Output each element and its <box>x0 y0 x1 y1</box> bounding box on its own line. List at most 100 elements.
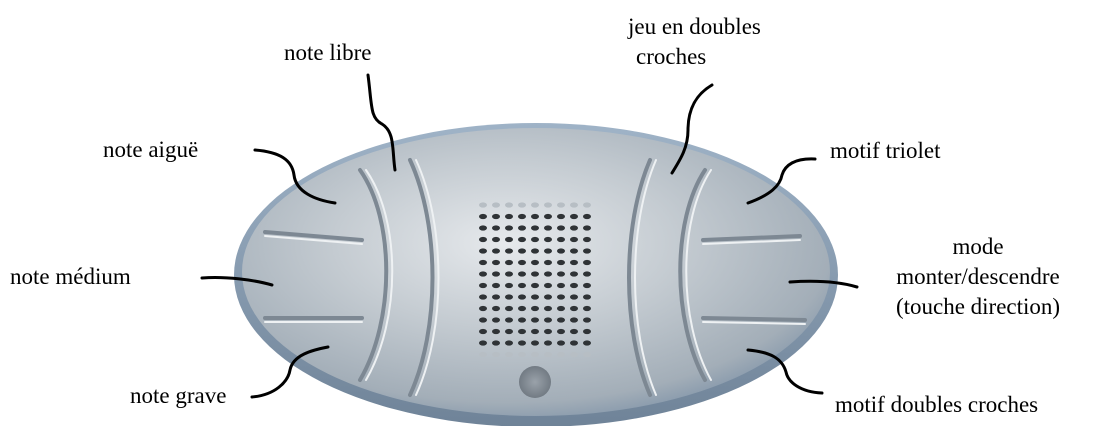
speaker-hole <box>505 352 513 357</box>
speaker-hole <box>544 329 552 334</box>
speaker-hole <box>505 260 513 265</box>
speaker-hole <box>583 352 591 357</box>
speaker-hole <box>505 294 513 299</box>
speaker-hole <box>505 317 513 322</box>
speaker-hole <box>531 225 539 230</box>
label-note-libre: note libre <box>284 38 372 68</box>
speaker-hole <box>518 271 526 276</box>
speaker-hole <box>505 329 513 334</box>
speaker-hole <box>518 214 526 219</box>
speaker-hole <box>531 306 539 311</box>
speaker-hole <box>505 248 513 253</box>
speaker-hole <box>544 294 552 299</box>
label-note-medium: note médium <box>10 262 131 292</box>
speaker-hole <box>479 214 487 219</box>
speaker-hole <box>583 214 591 219</box>
speaker-hole <box>492 306 500 311</box>
speaker-hole <box>557 225 565 230</box>
speaker-hole <box>583 202 591 207</box>
label-mode-monter-descendre: mode monter/descendre (touche direction) <box>858 232 1098 322</box>
speaker-hole <box>557 352 565 357</box>
speaker-hole <box>557 294 565 299</box>
speaker-hole <box>583 340 591 345</box>
speaker-hole <box>479 340 487 345</box>
speaker-hole <box>544 225 552 230</box>
speaker-hole <box>583 306 591 311</box>
speaker-hole <box>557 271 565 276</box>
speaker-hole <box>557 260 565 265</box>
speaker-hole <box>544 317 552 322</box>
speaker-hole <box>570 225 578 230</box>
speaker-hole <box>531 294 539 299</box>
speaker-hole <box>557 202 565 207</box>
speaker-hole <box>518 306 526 311</box>
speaker-hole <box>570 306 578 311</box>
speaker-hole <box>505 306 513 311</box>
speaker-hole <box>531 329 539 334</box>
speaker-hole <box>544 340 552 345</box>
label-jeu-line-1: jeu en doubles <box>628 12 808 42</box>
speaker-hole <box>492 214 500 219</box>
speaker-hole <box>518 329 526 334</box>
speaker-hole <box>570 237 578 242</box>
label-mode-line-2: monter/descendre <box>858 262 1098 292</box>
speaker-hole <box>570 352 578 357</box>
speaker-hole <box>557 306 565 311</box>
speaker-hole <box>505 202 513 207</box>
speaker-hole <box>518 283 526 288</box>
speaker-hole <box>583 248 591 253</box>
speaker-hole <box>479 248 487 253</box>
speaker-hole <box>570 260 578 265</box>
speaker-hole <box>557 340 565 345</box>
speaker-hole <box>531 202 539 207</box>
speaker-hole <box>492 260 500 265</box>
label-motif-doubles-croches: motif doubles croches <box>835 390 1038 420</box>
speaker-hole <box>492 317 500 322</box>
speaker-hole <box>479 225 487 230</box>
label-mode-line-3: (touche direction) <box>858 292 1098 322</box>
speaker-hole <box>492 340 500 345</box>
speaker-hole <box>557 329 565 334</box>
label-jeu-en-doubles-croches: jeu en doubles croches <box>628 12 808 72</box>
speaker-hole <box>544 214 552 219</box>
speaker-hole <box>505 340 513 345</box>
speaker-hole <box>492 283 500 288</box>
speaker-hole <box>531 248 539 253</box>
speaker-hole <box>570 283 578 288</box>
speaker-hole <box>531 271 539 276</box>
speaker-hole <box>479 329 487 334</box>
speaker-hole <box>492 202 500 207</box>
label-jeu-line-2: croches <box>628 42 808 72</box>
speaker-hole <box>544 283 552 288</box>
speaker-hole <box>492 329 500 334</box>
speaker-hole <box>518 260 526 265</box>
speaker-hole <box>505 214 513 219</box>
speaker-hole <box>583 237 591 242</box>
speaker-hole <box>544 271 552 276</box>
speaker-hole <box>479 306 487 311</box>
speaker-hole <box>531 317 539 322</box>
speaker-hole <box>479 317 487 322</box>
speaker-hole <box>544 248 552 253</box>
speaker-hole <box>570 340 578 345</box>
speaker-hole <box>570 317 578 322</box>
speaker-hole <box>570 202 578 207</box>
label-note-aigue: note aiguë <box>103 135 198 165</box>
speaker-hole <box>505 225 513 230</box>
speaker-hole <box>531 283 539 288</box>
speaker-hole <box>570 329 578 334</box>
speaker-hole <box>570 214 578 219</box>
speaker-hole <box>518 317 526 322</box>
speaker-hole <box>570 294 578 299</box>
speaker-hole <box>570 248 578 253</box>
speaker-hole <box>518 340 526 345</box>
speaker-hole <box>492 225 500 230</box>
speaker-hole <box>518 352 526 357</box>
speaker-hole <box>570 271 578 276</box>
speaker-hole <box>492 271 500 276</box>
speaker-hole <box>583 317 591 322</box>
speaker-hole <box>583 225 591 230</box>
speaker-hole <box>518 237 526 242</box>
